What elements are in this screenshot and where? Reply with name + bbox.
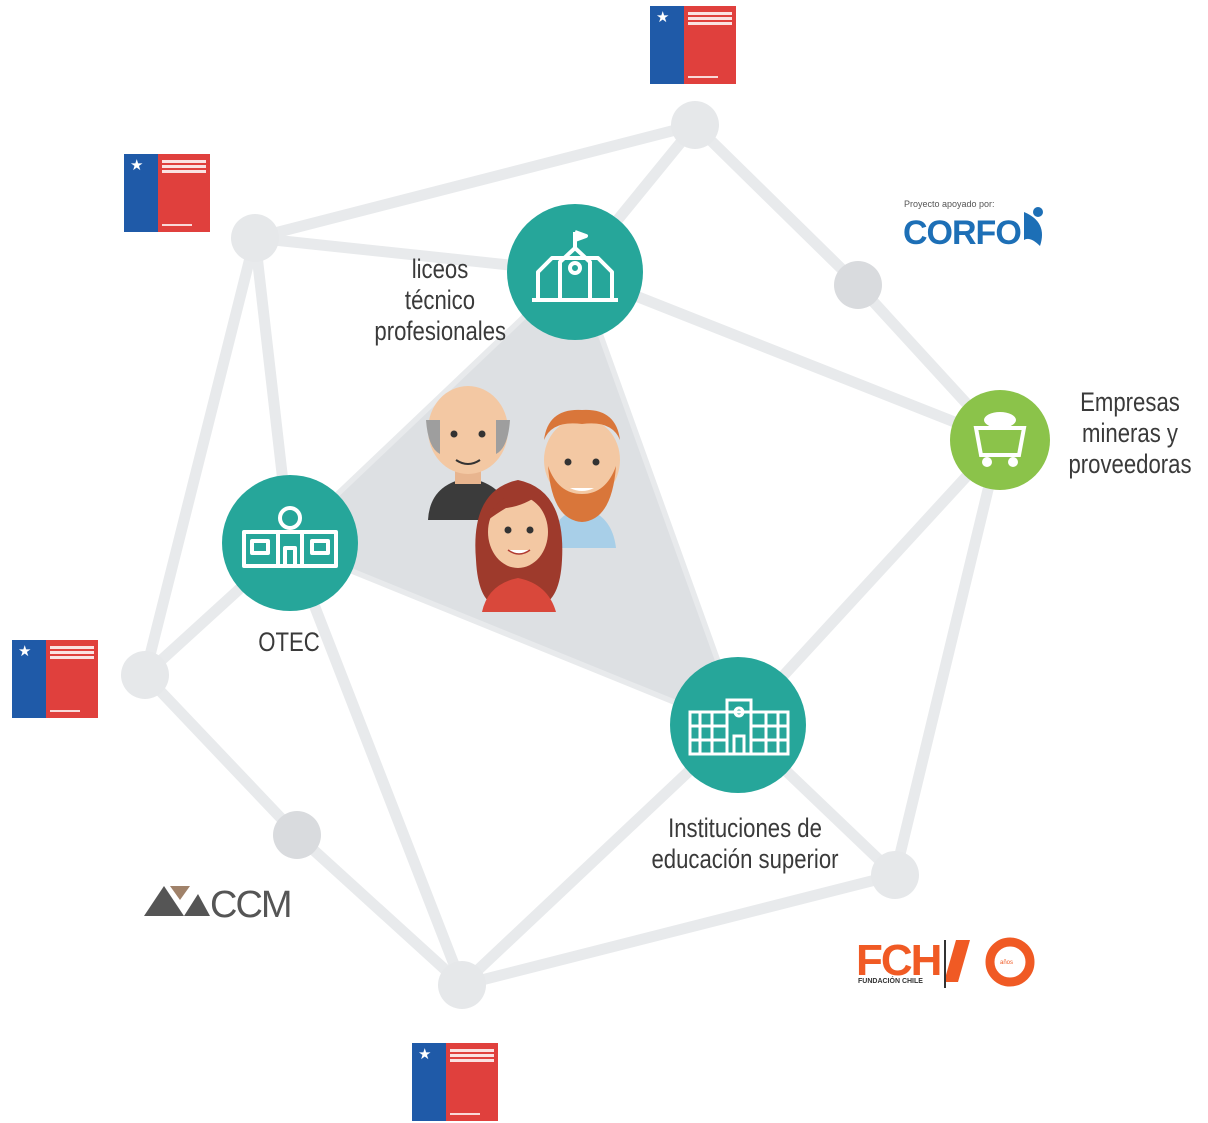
hub-label-line: mineras y <box>1082 418 1178 448</box>
hub-empresas <box>950 390 1050 490</box>
corfo-tagline: Proyecto apoyado por: <box>904 199 995 209</box>
hub-instituciones <box>670 657 806 793</box>
hub-label-line: profesionales <box>374 316 507 346</box>
fch-logo: FCH <box>856 936 942 985</box>
ccm-mark-icon <box>144 886 210 916</box>
network-node <box>121 651 169 699</box>
hub-label-empresas: Empresas mineras y proveedoras <box>1064 387 1195 480</box>
government-of-chile-logo: ★ <box>650 6 736 84</box>
corfo-logo: CORFO <box>903 214 1022 252</box>
hub-label-line: OTEC <box>258 627 320 657</box>
hub-label-line: Empresas <box>1080 387 1180 417</box>
fch-40-mark-icon <box>944 937 1035 987</box>
network-node <box>834 261 882 309</box>
network-node <box>438 961 486 1009</box>
hub-otec <box>222 475 358 611</box>
hub-label-liceos: liceos técnico profesionales <box>374 254 507 347</box>
hub-label-line: proveedoras <box>1068 449 1192 479</box>
hub-liceos <box>507 204 643 340</box>
network-nodes <box>121 101 919 1009</box>
bearded-man-avatar <box>544 409 620 548</box>
government-of-chile-logo: ★ <box>124 154 210 232</box>
government-of-chile-logo: ★ <box>12 640 98 718</box>
training-building-icon <box>242 506 338 568</box>
hub-label-otec: OTEC <box>255 627 324 658</box>
network-node <box>871 851 919 899</box>
fch-divider <box>944 940 946 988</box>
fch-subtitle: FUNDACIÓN CHILE <box>858 978 923 985</box>
hub-label-line: liceos <box>411 254 469 284</box>
hub-label-line: técnico <box>404 285 476 315</box>
hub-label-line: Instituciones de <box>668 813 822 843</box>
network-node <box>273 811 321 859</box>
people-group-icon <box>426 386 620 612</box>
school-building-icon <box>532 230 618 302</box>
network-node <box>231 214 279 262</box>
university-building-icon <box>688 698 790 756</box>
bald-man-avatar <box>426 386 512 520</box>
fch-years-label: años <box>1000 960 1014 966</box>
government-of-chile-logo: ★ <box>412 1043 498 1121</box>
woman-avatar <box>475 480 563 612</box>
network-node <box>671 101 719 149</box>
hub-label-instituciones: Instituciones de educación superior <box>643 813 848 875</box>
corfo-mark-icon <box>1024 207 1043 246</box>
hub-label-line: educación superior <box>651 844 839 874</box>
mine-cart-icon <box>973 412 1027 467</box>
ccm-logo: CCM <box>210 884 293 926</box>
